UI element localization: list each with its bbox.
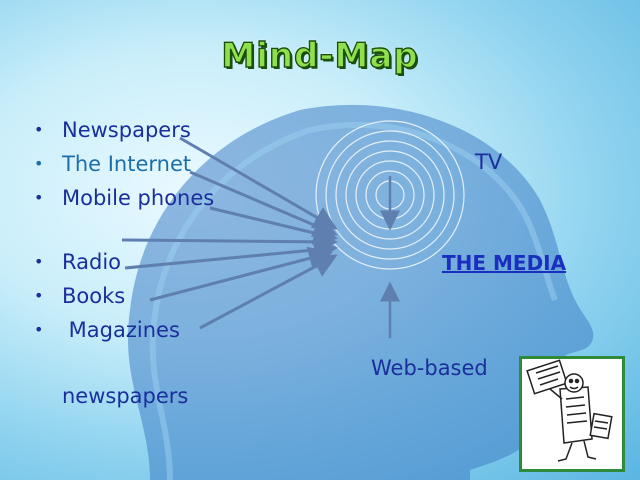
newspaper-cartoon-icon	[519, 356, 625, 472]
list-item: • Radio	[34, 248, 214, 282]
item-label: Newspapers	[62, 118, 191, 142]
arrow	[189, 170, 338, 237]
item-label: The Internet	[62, 152, 192, 176]
slide-title: Mind-Map	[221, 35, 419, 76]
arrow	[124, 238, 338, 270]
bullet-icon: •	[34, 320, 44, 339]
bullet-icon: •	[34, 120, 44, 139]
arrow	[121, 229, 338, 254]
list-item: • The Internet	[34, 150, 214, 184]
list-item: • Mobile phones	[34, 184, 214, 218]
node-web-based: Web-based	[371, 356, 488, 380]
item-label: Mobile phones	[62, 186, 215, 210]
media-list: • Newspapers • The Internet • Mobile phones…	[34, 116, 214, 350]
arrow	[199, 254, 338, 330]
arrow	[209, 206, 338, 245]
item-label: Radio	[62, 250, 122, 274]
bullet-icon: •	[34, 252, 44, 271]
bullet-icon: •	[34, 154, 44, 173]
node-newspapers: newspapers	[62, 384, 189, 408]
list-item: • Books	[34, 282, 214, 316]
arrow	[179, 136, 338, 230]
arrow	[149, 246, 333, 302]
head-silhouette-icon	[127, 104, 594, 480]
node-tv: TV	[475, 150, 503, 174]
node-the-media: THE MEDIA	[442, 251, 567, 275]
bullet-icon: •	[34, 286, 44, 305]
list-item: • Newspapers	[34, 116, 214, 150]
item-label: Magazines	[62, 318, 180, 342]
bullet-icon: •	[34, 188, 44, 207]
head-highlight	[149, 121, 558, 480]
list-item: • Magazines	[34, 316, 214, 350]
item-label: Books	[62, 284, 126, 308]
